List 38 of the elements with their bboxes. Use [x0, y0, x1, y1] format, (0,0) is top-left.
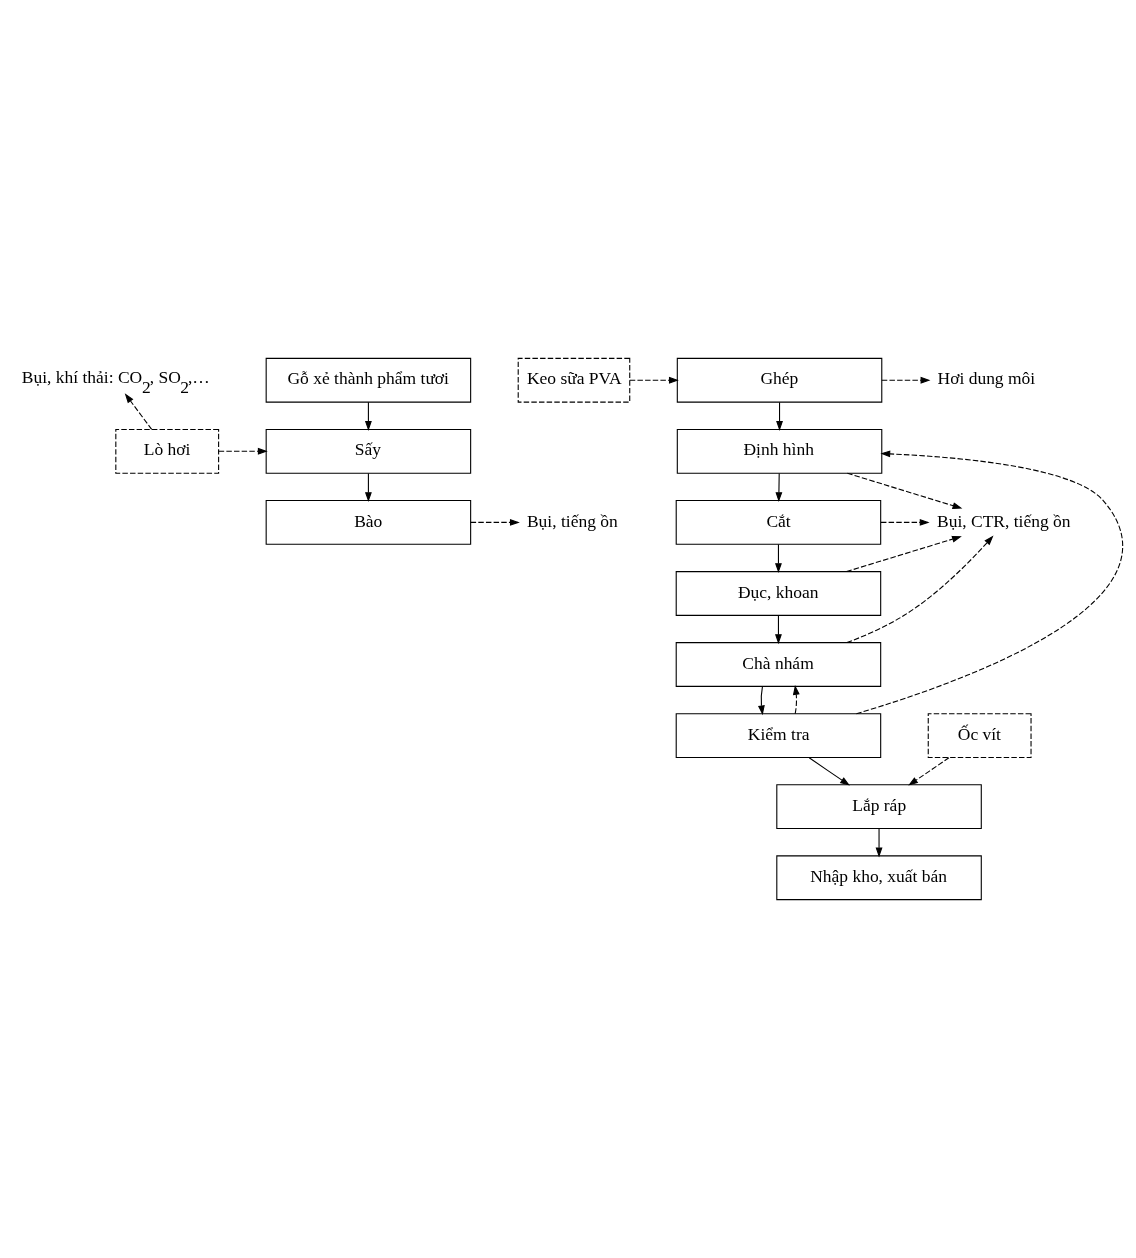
node-box: Bào [265, 499, 472, 545]
node-box: Keo sữa PVA [517, 357, 631, 403]
arrow [364, 401, 372, 431]
node-box: Sấy [265, 428, 472, 474]
arrow [758, 686, 765, 716]
arrow [775, 543, 782, 574]
node-box: Cắt [675, 499, 882, 545]
arrow [792, 685, 800, 715]
node-box: Kiểm tra [675, 713, 882, 759]
node-text: Hơi dung môi [937, 368, 1036, 389]
arrow [855, 450, 1124, 715]
node-box: Ghép [676, 357, 883, 403]
arrow [846, 535, 994, 644]
node-box: Đục, khoan [675, 571, 882, 616]
arrow [775, 472, 783, 503]
arrow [364, 472, 372, 503]
node-box: Định hình [676, 428, 883, 474]
arrow [875, 828, 883, 858]
node-box: Ốc vít [927, 713, 1032, 759]
arrow [880, 518, 930, 526]
node-box: Nhập kho, xuất bán [776, 855, 982, 901]
arrow [808, 757, 850, 786]
arrow [218, 447, 268, 455]
arrow [124, 393, 153, 430]
node-text: Bụi, tiếng ồn [526, 510, 618, 531]
node-box: Gỗ xẻ thành phẩm tươi [265, 357, 472, 403]
arrow [775, 615, 782, 645]
node-box: Lò hơi [115, 428, 220, 474]
arrow [629, 376, 679, 384]
node-box: Lắp ráp [776, 784, 982, 830]
arrow [776, 401, 783, 431]
arrow [881, 376, 931, 384]
arrow [470, 518, 520, 526]
node-text: Bụi, CTR, tiếng ồn [937, 510, 1071, 531]
arrow [846, 535, 962, 573]
node-box: Chà nhám [675, 642, 882, 687]
arrow [846, 472, 963, 509]
arrow [908, 757, 950, 786]
